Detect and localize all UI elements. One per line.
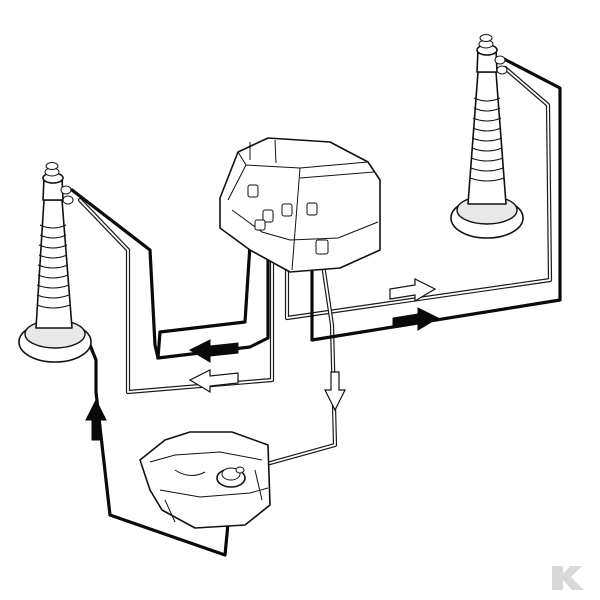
black-arrow-up <box>85 398 107 441</box>
right-beacon <box>450 34 524 239</box>
valve-housing-ports <box>247 184 329 255</box>
port-6 <box>315 239 329 255</box>
left-beacon-nozzle <box>44 162 74 205</box>
fuel-tank-cap <box>216 466 246 488</box>
valve-housing <box>219 137 381 273</box>
white-arrow-down <box>324 371 346 412</box>
left-beacon-ribs <box>36 224 71 309</box>
black-hose-tank-to-left-beacon <box>86 338 234 557</box>
port-1 <box>247 184 259 198</box>
right-beacon-nozzle <box>478 34 508 75</box>
black-hose-lines <box>70 56 562 557</box>
port-3 <box>281 203 293 217</box>
k-logo <box>552 566 584 590</box>
port-5 <box>254 219 266 231</box>
black-hose-valve-to-right-beacon <box>310 56 562 342</box>
left-beacon <box>18 162 92 363</box>
black-arrow-right <box>392 307 440 331</box>
right-beacon-ribs <box>469 97 505 182</box>
white-hose-valve-to-tank <box>242 255 338 473</box>
white-arrow-right <box>389 278 437 303</box>
port-4 <box>306 202 318 216</box>
port-2 <box>262 209 274 223</box>
black-arrow-left <box>188 339 239 363</box>
flow-arrows <box>85 278 440 441</box>
fuel-tank <box>139 431 271 529</box>
white-arrow-left <box>188 369 239 394</box>
